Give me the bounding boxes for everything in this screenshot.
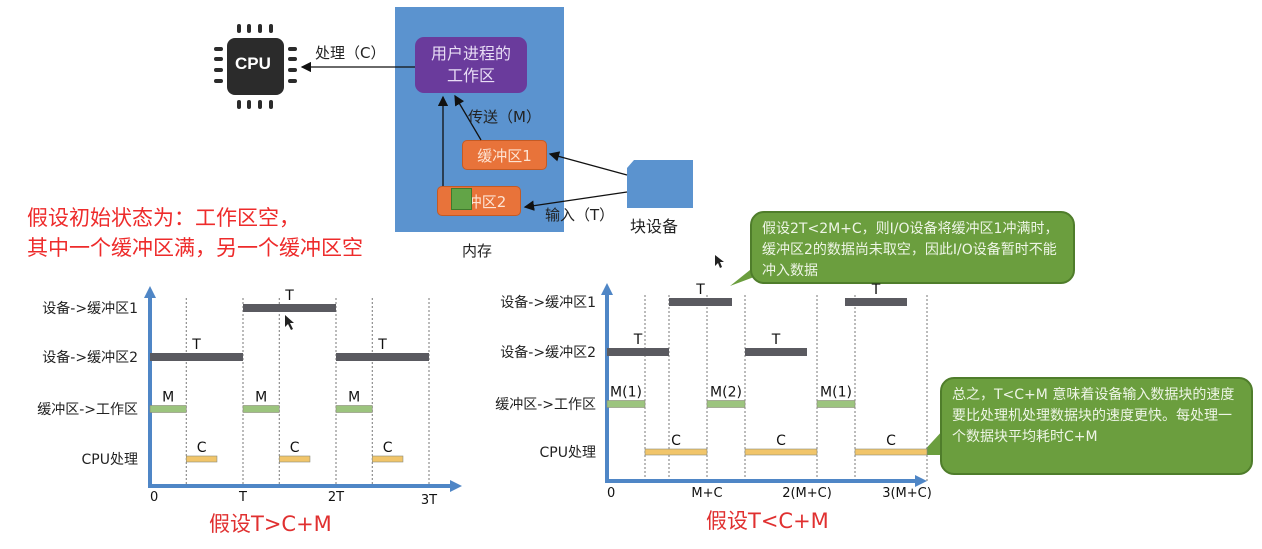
process-label: 处理（C）	[315, 44, 386, 62]
bar-label: C	[290, 440, 300, 456]
bar-T	[669, 298, 732, 306]
x-axis-arrow	[450, 480, 462, 492]
arrow-device-to-buffer1	[548, 151, 628, 176]
bar-M	[242, 405, 280, 413]
green-marker-square	[451, 188, 472, 210]
transfer-label: 传送（M）	[468, 108, 541, 126]
buffer-1-box: 缓冲区1	[462, 140, 547, 170]
mouse-cursor-icon	[285, 315, 294, 330]
bar-label: M	[255, 390, 267, 406]
chart-left-caption: 假设T>C+M	[209, 512, 332, 536]
bar-label: M	[348, 390, 360, 406]
bar-label: C	[776, 433, 786, 449]
x-tick-label: 0	[607, 486, 615, 501]
assumption-line1: 假设初始状态为：工作区空，	[27, 206, 300, 230]
bar-T	[745, 348, 807, 356]
row-label: CPU处理	[82, 452, 138, 468]
bar-C	[278, 455, 311, 463]
bar-label: M(1)	[610, 385, 642, 401]
bar-M	[706, 400, 746, 408]
bar-C	[744, 448, 818, 456]
row-label: 缓冲区->工作区	[495, 397, 596, 413]
bar-T	[150, 353, 243, 361]
block-device-label: 块设备	[630, 217, 679, 236]
x-tick-label: 3T	[421, 493, 437, 508]
chart-right-caption: 假设T<C+M	[706, 509, 829, 533]
bar-C	[371, 455, 404, 463]
x-tick-label: 3(M+C)	[882, 486, 932, 501]
x-tick-label: 0	[150, 490, 158, 505]
work-area-box: 用户进程的 工作区	[415, 37, 527, 93]
bar-label: T	[695, 282, 705, 298]
x-tick-label: M+C	[691, 486, 722, 501]
bar-label: M(1)	[820, 385, 852, 401]
row-label: 缓冲区->工作区	[37, 402, 138, 418]
input-label: 输入（T）	[545, 206, 615, 224]
row-label: 设备->缓冲区1	[500, 294, 596, 311]
x-tick-label: 2(M+C)	[782, 486, 832, 501]
y-axis-arrow	[601, 283, 613, 295]
row-label: 设备->缓冲区1	[42, 300, 138, 317]
cpu-icon	[214, 24, 297, 109]
memory-label: 内存	[462, 242, 493, 260]
x-axis-arrow	[915, 475, 927, 487]
mouse-cursor-icon-2	[715, 255, 724, 268]
cpu-label: CPU	[235, 54, 271, 73]
x-tick-label: T	[238, 490, 247, 505]
bar-C	[854, 448, 928, 456]
callout-top: 假设2T<2M+C，则I/O设备将缓冲区1冲满时，缓冲区2的数据尚未取空，因此I…	[750, 211, 1075, 284]
bar-M	[606, 400, 646, 408]
bar-label: C	[383, 440, 393, 456]
row-label: 设备->缓冲区2	[500, 344, 596, 361]
work-area-label-line2: 工作区	[446, 66, 495, 85]
y-axis-arrow	[144, 286, 156, 298]
bar-T	[607, 348, 669, 356]
bar-label: T	[284, 288, 294, 304]
block-device-icon	[627, 160, 693, 208]
bar-label: C	[886, 433, 896, 449]
bar-label: T	[377, 337, 387, 353]
bar-label: M(2)	[710, 385, 742, 401]
bar-label: C	[671, 433, 681, 449]
bar-label: T	[191, 337, 201, 353]
bar-M	[335, 405, 373, 413]
bar-label: T	[633, 332, 643, 348]
work-area-label-line1: 用户进程的	[430, 44, 511, 63]
row-label: 设备->缓冲区2	[42, 349, 138, 366]
bar-M	[149, 405, 187, 413]
arrow-device-to-buffer2	[523, 191, 628, 211]
bar-C	[644, 448, 708, 456]
arrow-buffer1-to-work	[454, 94, 482, 141]
assumption-line2: 其中一个缓冲区满，另一个缓冲区空	[27, 236, 363, 260]
bar-T	[336, 353, 429, 361]
bar-label: M	[162, 390, 174, 406]
x-tick-label: 2T	[328, 490, 344, 505]
bar-C	[185, 455, 218, 463]
row-label: CPU处理	[540, 445, 596, 461]
callout-right: 总之，T<C+M 意味着设备输入数据块的速度要比处理机处理数据块的速度更快。每处…	[940, 377, 1253, 475]
bar-label: C	[197, 440, 207, 456]
bar-label: T	[771, 332, 781, 348]
bar-label: T	[871, 282, 881, 298]
bar-T	[845, 298, 907, 306]
buffer-1-label: 缓冲区1	[477, 146, 532, 165]
callout-right-tail	[920, 428, 945, 455]
bar-M	[816, 400, 856, 408]
bar-T	[243, 304, 336, 312]
